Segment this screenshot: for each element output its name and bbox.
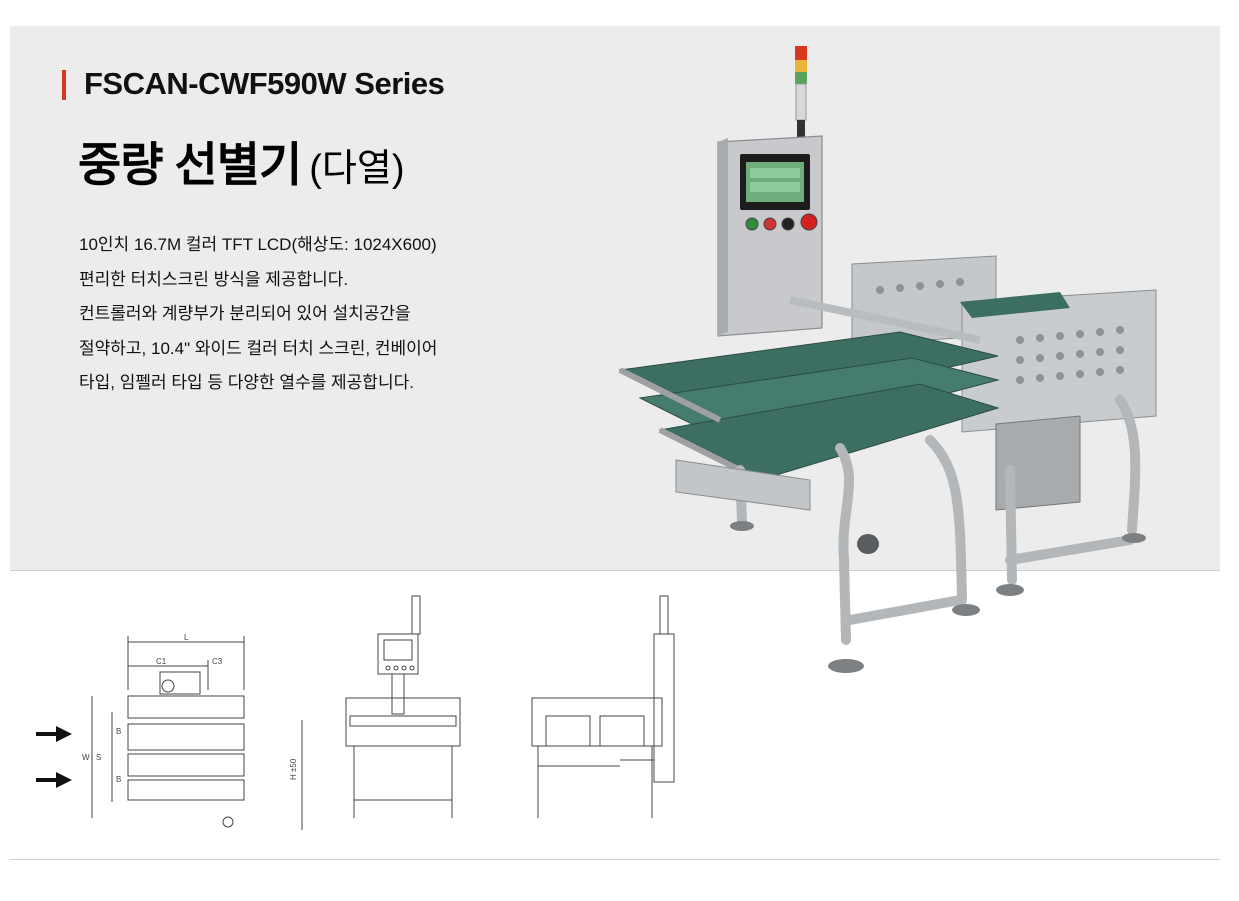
dim-label-c1: C1 (156, 657, 167, 666)
title-accent-bar (62, 70, 66, 100)
hero-divider (10, 570, 1220, 571)
page-title: 중량 선별기(다열) (78, 126, 405, 195)
side-view-drawing (531, 595, 675, 818)
dim-label-c3: C3 (212, 657, 223, 666)
controller-cabinet (717, 135, 823, 337)
series-title: FSCAN-CWF590W Series (84, 66, 445, 101)
description-line: 10인치 16.7M 컬러 TFT LCD(해상도: 1024X600) (79, 235, 437, 254)
title-main: 중량 선별기 (78, 138, 302, 191)
dim-label-s: S (96, 753, 101, 762)
flow-arrow-icon (36, 772, 72, 788)
description-line: 절약하고, 10.4" 와이드 컬러 터치 스크린, 컨베이어 (79, 338, 438, 358)
product-image (618, 46, 1157, 673)
top-view-drawing (91, 636, 245, 828)
conveyor-lanes (618, 292, 1070, 483)
dim-label-l: L (184, 633, 189, 642)
lower-tray (675, 459, 811, 511)
dim-label-w: W (82, 753, 90, 762)
product-description: 10인치 16.7M 컬러 TFT LCD(해상도: 1024X600) 편리한… (79, 228, 539, 401)
description-line: 편리한 터치스크린 방식을 제공합니다. (79, 269, 349, 289)
dim-label-b2: B (116, 775, 121, 784)
bottom-divider (10, 859, 1220, 860)
description-line: 컨트롤러와 계량부가 분리되어 있어 설치공간을 (79, 304, 411, 323)
description-line: 타입, 임펠러 타입 등 다양한 열수를 제공합니다. (79, 373, 414, 392)
front-view-drawing (301, 595, 461, 830)
leveling-feet (730, 521, 1146, 673)
signal-tower (795, 46, 807, 138)
technical-drawings: L C1 C3 W B S B H ±50 (36, 595, 675, 830)
title-sub: (다열) (309, 148, 405, 190)
dim-label-b1: B (116, 727, 121, 736)
flow-arrow-icon (36, 726, 72, 742)
dim-label-h: H ±50 (289, 758, 298, 780)
